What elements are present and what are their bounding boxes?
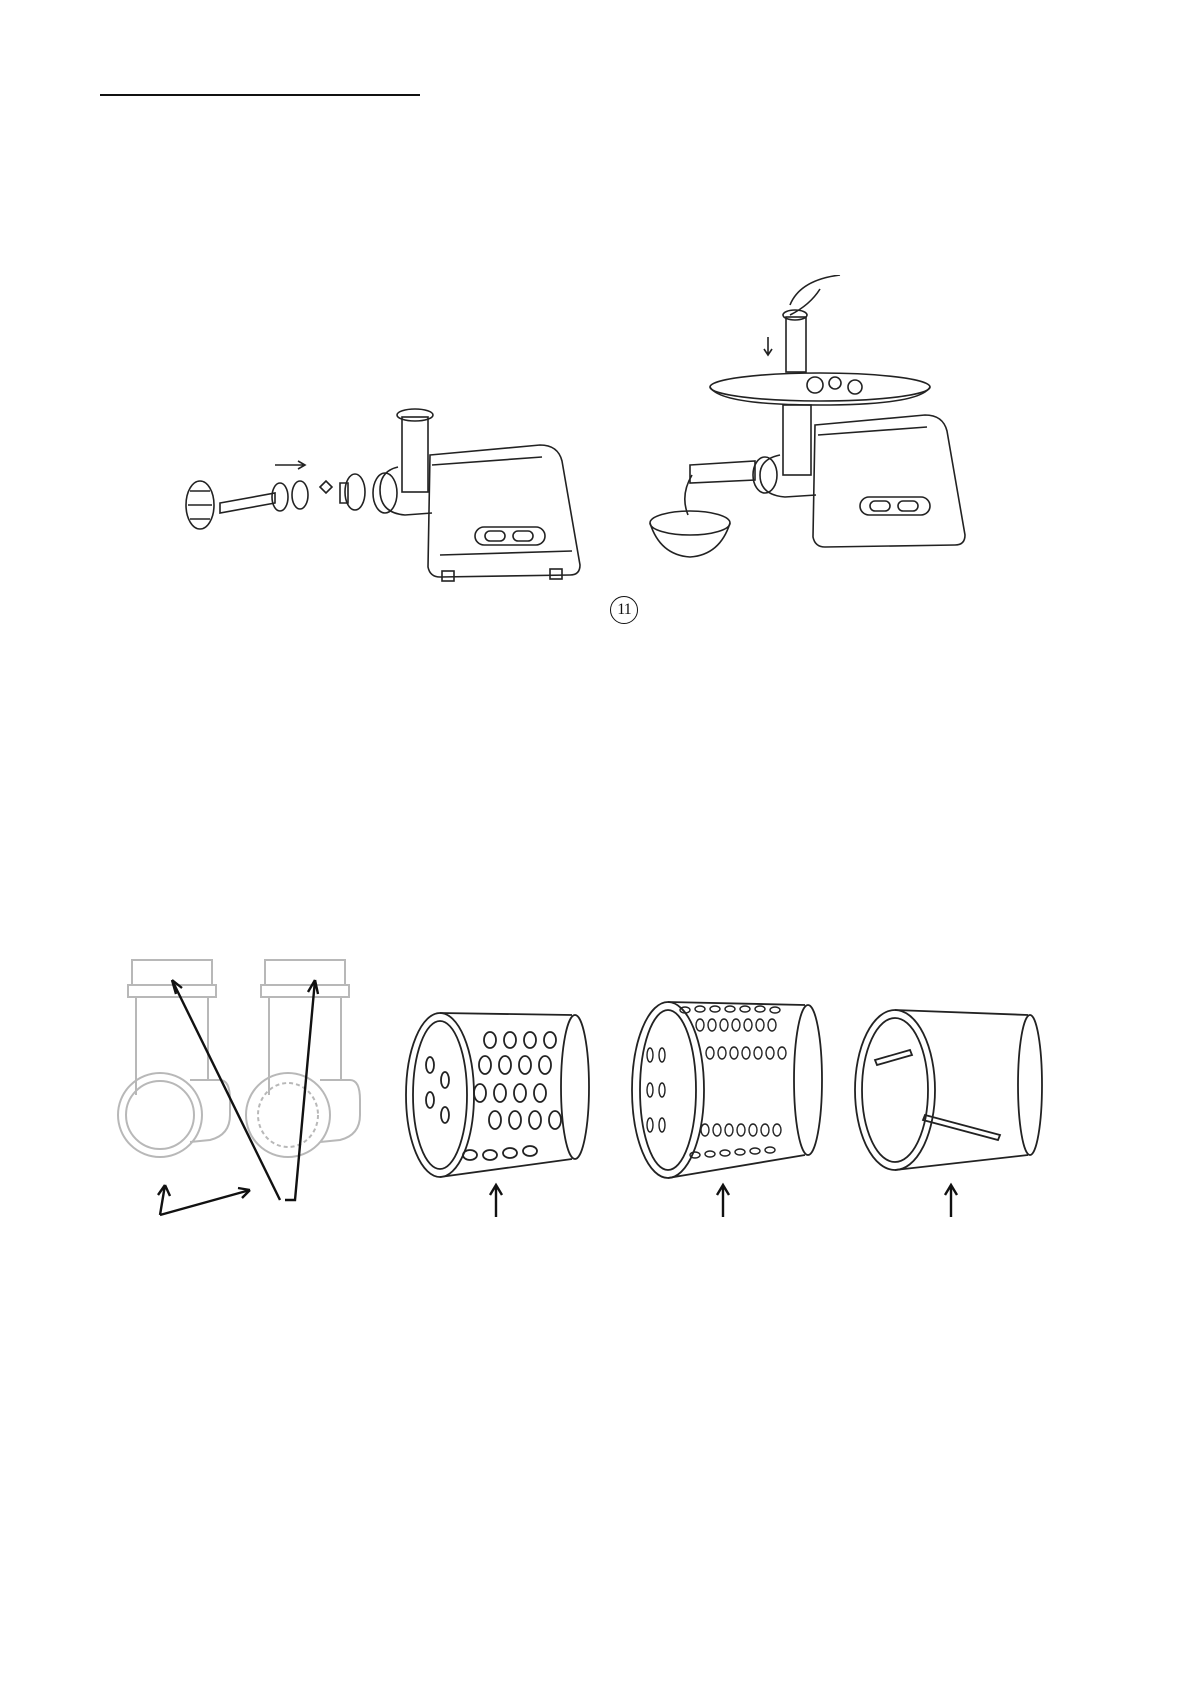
heading-underline — [100, 94, 420, 96]
fine-grater-drum-illustration — [630, 995, 830, 1220]
grinder-assembly-illustration — [180, 395, 620, 595]
coarse-grater-drum-illustration — [400, 1005, 600, 1220]
step-number-marker: 11 — [610, 596, 638, 624]
slicing-drum-illustration — [850, 1005, 1050, 1220]
grinder-in-use-illustration — [640, 275, 980, 595]
slicer-housings-illustration — [110, 950, 390, 1220]
